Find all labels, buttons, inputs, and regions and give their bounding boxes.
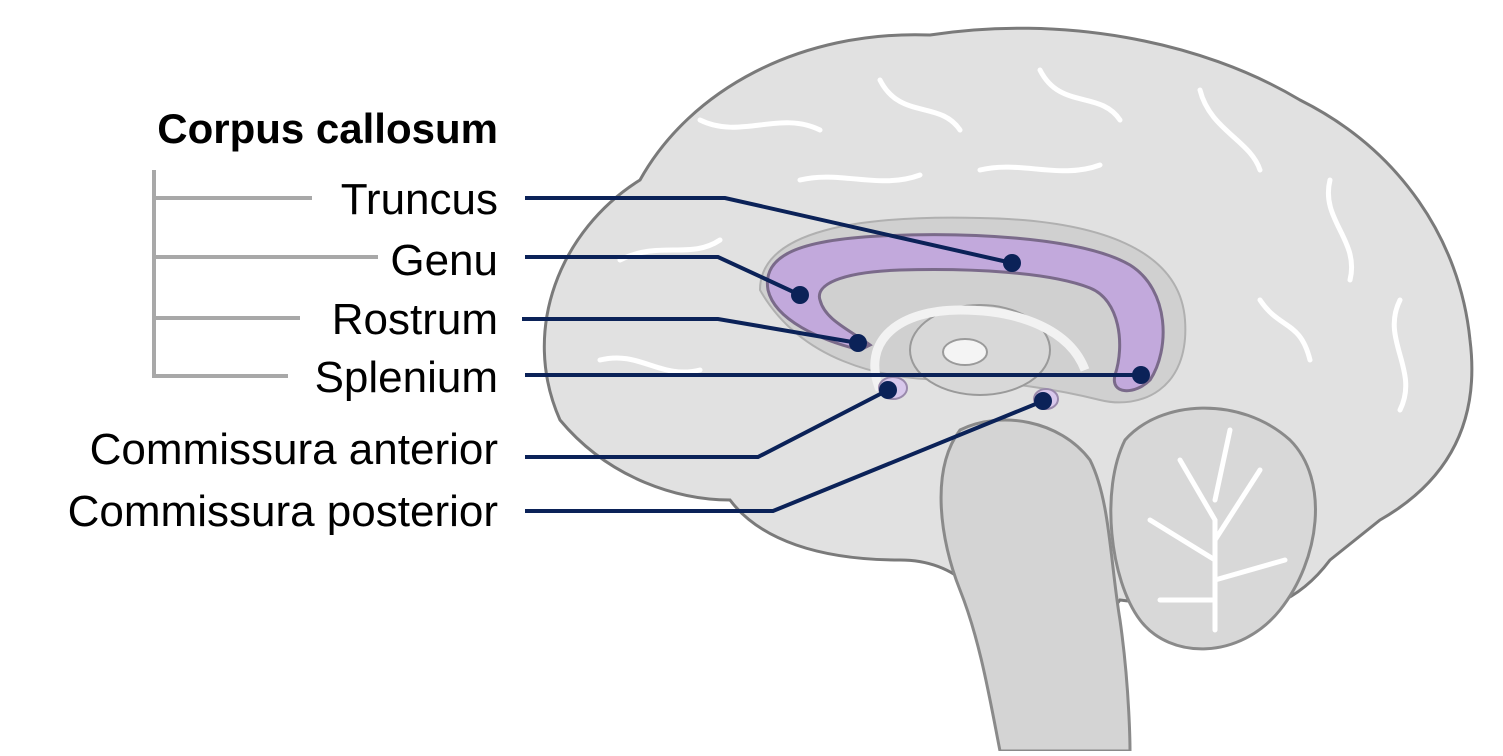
genu-label: Genu [390, 236, 498, 285]
commissura-posterior-marker [1034, 392, 1052, 410]
corpus-callosum [765, 233, 1165, 393]
commissura-anterior-marker [879, 381, 897, 399]
splenium-marker [1132, 366, 1150, 384]
truncus-leader-line [525, 196, 1013, 265]
rostrum-label: Rostrum [331, 295, 498, 344]
fornix [870, 305, 1090, 392]
commissura-anterior-label: Commissura anterior [89, 425, 498, 474]
corpus-callosum-heading: Corpus callosum [157, 105, 498, 152]
corpus-callosum-bracket [152, 170, 378, 378]
commissura-anterior-leader-line [525, 388, 889, 459]
genu-marker [791, 286, 809, 304]
rostrum-leader-line [522, 317, 859, 345]
truncus-marker [1003, 254, 1021, 272]
cortical-sulci [597, 67, 1409, 413]
interthalamic-adhesion [942, 338, 988, 366]
cerebellum-arbor-vitae [1147, 427, 1288, 633]
rostrum-marker [849, 334, 867, 352]
truncus-label: Truncus [340, 175, 498, 224]
genu-leader-line [525, 255, 801, 297]
commissura-posterior-label: Commissura posterior [67, 487, 498, 536]
commissura-posterior-leader-line [525, 399, 1044, 513]
brainstem [939, 418, 1132, 753]
splenium-label: Splenium [314, 353, 498, 402]
